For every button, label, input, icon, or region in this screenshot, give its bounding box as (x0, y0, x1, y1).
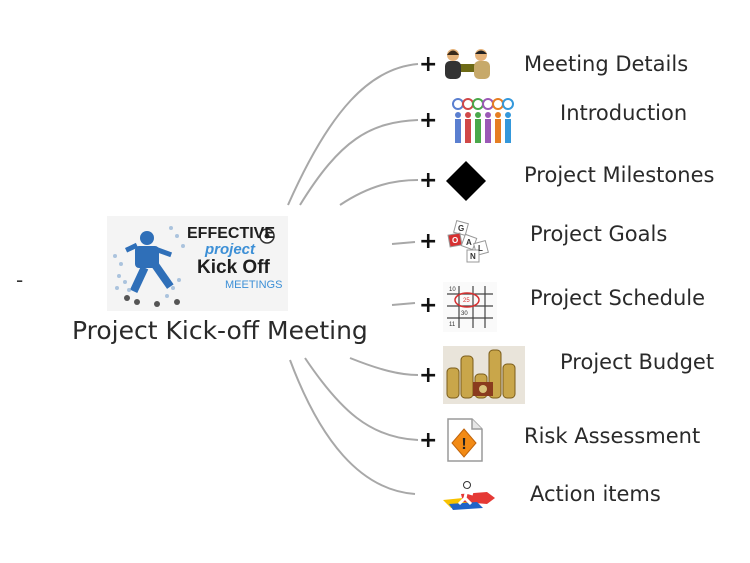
expand-toggle-meeting-details[interactable]: + (419, 52, 438, 77)
expand-toggle-risk-assessment[interactable]: + (419, 428, 438, 453)
kickoff-meeting-image: EFFECTIVE project Kick Off MEETINGS (107, 216, 288, 311)
coins-budget-icon (443, 346, 525, 404)
svg-text:G: G (458, 224, 464, 233)
people-meeting-icon (445, 49, 490, 79)
connector-action-items (289, 359, 416, 495)
warning-document-icon: ! (447, 418, 483, 462)
branch-label-project-milestones[interactable]: Project Milestones (524, 163, 715, 187)
goal-dice-icon: GO ALN (447, 220, 489, 263)
calendar-schedule-icon: 10 25 30 11 (443, 282, 497, 332)
branch-label-project-budget[interactable]: Project Budget (560, 350, 715, 374)
connector-introduction (299, 119, 419, 206)
branch-label-meeting-details[interactable]: Meeting Details (524, 52, 689, 76)
speech-bubbles-people-icon (452, 98, 514, 143)
warning-exclamation: ! (461, 436, 466, 453)
expand-toggle-project-milestones[interactable]: + (419, 168, 438, 193)
connector-risk-assessment (304, 357, 419, 441)
connector-project-schedule (391, 302, 416, 306)
branch-label-project-schedule[interactable]: Project Schedule (530, 286, 706, 310)
root-collapse-toggle[interactable]: - (16, 268, 24, 292)
image-title-effective: EFFECTIVE (187, 225, 275, 242)
svg-text:11: 11 (449, 322, 456, 328)
running-arrow-icon (443, 481, 495, 510)
connector-meeting-details (287, 63, 419, 206)
svg-text:O: O (452, 236, 458, 245)
branch-label-introduction[interactable]: Introduction (560, 101, 688, 125)
branch-label-project-goals[interactable]: Project Goals (530, 222, 668, 246)
connector-project-budget (349, 357, 419, 376)
diamond-milestone-icon (446, 161, 486, 201)
image-title-kickoff: Kick Off (197, 257, 271, 278)
image-title-meetings: MEETINGS (225, 279, 282, 291)
svg-text:25: 25 (463, 298, 470, 304)
expand-toggle-introduction[interactable]: + (419, 108, 438, 133)
connector-project-goals (391, 241, 416, 245)
expand-toggle-project-schedule[interactable]: + (419, 293, 438, 318)
svg-text:30: 30 (461, 311, 468, 317)
svg-text:A: A (466, 238, 472, 247)
svg-text:10: 10 (449, 287, 456, 293)
connector-project-milestones (339, 179, 419, 206)
branch-label-risk-assessment[interactable]: Risk Assessment (524, 424, 701, 448)
expand-toggle-project-budget[interactable]: + (419, 363, 438, 388)
root-node-title[interactable]: Project Kick-off Meeting (72, 316, 368, 345)
svg-text:L: L (478, 244, 483, 253)
image-title-project: project (204, 241, 256, 258)
expand-toggle-project-goals[interactable]: + (419, 229, 438, 254)
svg-text:N: N (470, 252, 476, 261)
branch-label-action-items[interactable]: Action items (530, 482, 661, 506)
